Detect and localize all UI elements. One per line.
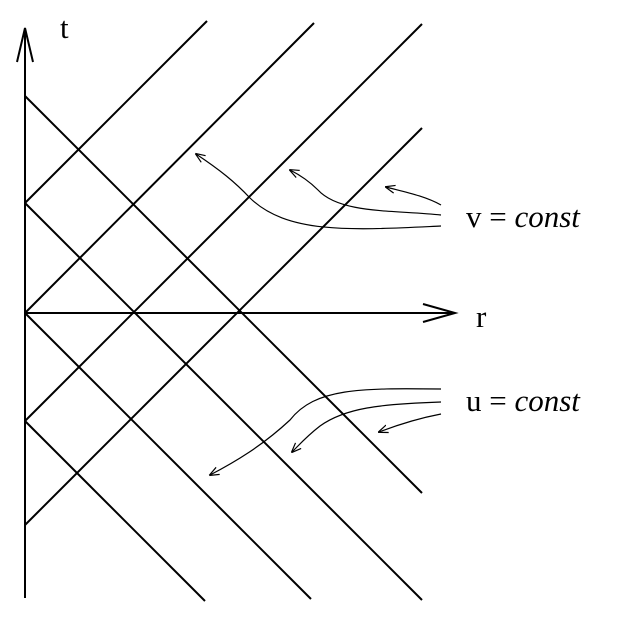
u-const-pointer-arrow xyxy=(379,413,442,432)
v-const-label: v = const xyxy=(466,199,581,234)
t-axis-arrowhead xyxy=(16,27,34,63)
v-const-line xyxy=(24,127,423,526)
u-const-line xyxy=(24,312,312,600)
v-const-line xyxy=(24,20,208,204)
v-const-pointer-arrow xyxy=(290,170,442,216)
r-axis-arrowhead xyxy=(422,303,459,323)
v-const-pointer-arrow xyxy=(386,187,442,206)
u-const-line xyxy=(24,95,423,494)
u-const-pointer-arrow xyxy=(292,401,442,452)
u-const-line xyxy=(24,420,206,602)
u-const-label: u = const xyxy=(466,383,581,418)
u-const-pointer-arrow xyxy=(210,388,442,475)
r-axis-label: r xyxy=(476,299,487,334)
t-axis-label: t xyxy=(60,10,69,45)
v-const-line xyxy=(24,23,423,422)
v-const-line xyxy=(24,22,315,314)
u-const-line xyxy=(24,202,423,601)
v-const-pointer-arrow xyxy=(196,154,442,230)
